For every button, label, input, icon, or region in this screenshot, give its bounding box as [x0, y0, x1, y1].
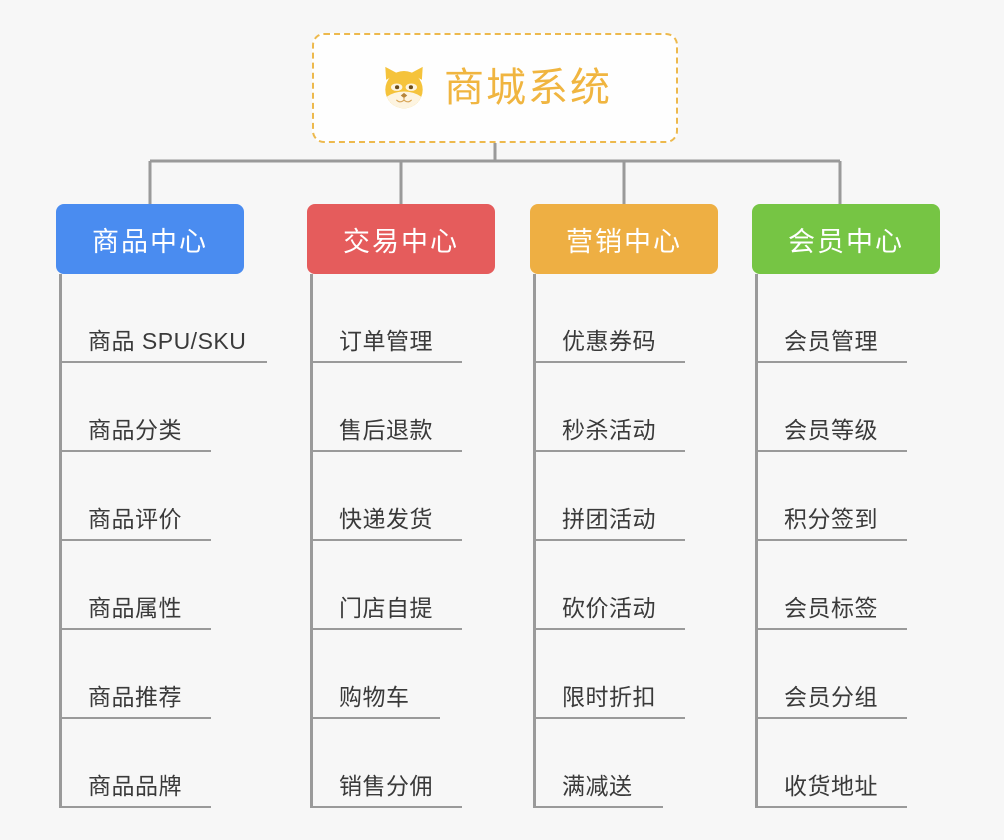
- list-item[interactable]: 限时折扣: [518, 630, 753, 719]
- category-header-label: 营销中心: [566, 226, 682, 257]
- list-item[interactable]: 商品属性: [44, 541, 304, 630]
- category-header-label: 交易中心: [343, 226, 459, 257]
- leaf-underline: [533, 361, 685, 363]
- list-item-label: 商品推荐: [88, 684, 182, 710]
- category-spine: [310, 274, 313, 808]
- list-item-label: 商品 SPU/SKU: [88, 328, 247, 354]
- leaf-underline: [59, 806, 211, 808]
- list-item-label: 商品品牌: [88, 773, 182, 799]
- list-item[interactable]: 商品分类: [44, 363, 304, 452]
- list-item-label: 满减送: [562, 773, 633, 799]
- list-item[interactable]: 会员管理: [740, 274, 975, 363]
- category-column-member: 会员中心 会员管理 会员等级 积分签到 会员标签 会员分组: [740, 204, 975, 808]
- list-item-label: 商品属性: [88, 595, 182, 621]
- leaf-underline: [310, 806, 462, 808]
- category-header-label: 会员中心: [788, 226, 904, 257]
- list-item-label: 拼团活动: [562, 506, 656, 532]
- list-item[interactable]: 商品 SPU/SKU: [44, 274, 304, 363]
- leaf-underline: [59, 450, 211, 452]
- list-item-label: 购物车: [339, 684, 410, 710]
- list-item-label: 门店自提: [339, 595, 433, 621]
- list-item-label: 会员等级: [784, 417, 878, 443]
- leaf-underline: [755, 539, 907, 541]
- list-item[interactable]: 商品推荐: [44, 630, 304, 719]
- leaf-underline: [755, 717, 907, 719]
- root-node[interactable]: 商城系统: [312, 33, 678, 143]
- list-item-label: 优惠券码: [562, 328, 656, 354]
- list-item[interactable]: 砍价活动: [518, 541, 753, 630]
- leaf-underline: [755, 450, 907, 452]
- list-item[interactable]: 快递发货: [295, 452, 530, 541]
- list-item-label: 会员管理: [784, 328, 878, 354]
- list-item[interactable]: 会员等级: [740, 363, 975, 452]
- list-item[interactable]: 收货地址: [740, 719, 975, 808]
- list-item-label: 会员分组: [784, 684, 878, 710]
- leaf-underline: [755, 361, 907, 363]
- list-item-label: 售后退款: [339, 417, 433, 443]
- list-item-label: 秒杀活动: [562, 417, 656, 443]
- list-item-label: 积分签到: [784, 506, 878, 532]
- list-item[interactable]: 门店自提: [295, 541, 530, 630]
- list-item[interactable]: 订单管理: [295, 274, 530, 363]
- list-item[interactable]: 会员分组: [740, 630, 975, 719]
- leaf-underline: [533, 806, 663, 808]
- list-item[interactable]: 会员标签: [740, 541, 975, 630]
- list-item[interactable]: 满减送: [518, 719, 753, 808]
- leaf-underline: [533, 450, 685, 452]
- list-item-label: 砍价活动: [562, 595, 656, 621]
- leaf-underline: [59, 539, 211, 541]
- category-spine: [755, 274, 758, 808]
- list-item-label: 会员标签: [784, 595, 878, 621]
- category-column-product: 商品中心 商品 SPU/SKU 商品分类 商品评价 商品属性 商品推荐: [44, 204, 304, 808]
- leaf-underline: [310, 450, 462, 452]
- leaf-underline: [533, 539, 685, 541]
- list-item[interactable]: 积分签到: [740, 452, 975, 541]
- list-item-label: 商品评价: [88, 506, 182, 532]
- leaf-underline: [59, 361, 267, 363]
- leaf-underline: [755, 628, 907, 630]
- category-items-product: 商品 SPU/SKU 商品分类 商品评价 商品属性 商品推荐 商品品牌: [44, 274, 304, 808]
- list-item-label: 销售分佣: [339, 773, 433, 799]
- leaf-underline: [310, 539, 462, 541]
- list-item-label: 快递发货: [339, 506, 433, 532]
- leaf-underline: [59, 628, 211, 630]
- category-items-marketing: 优惠券码 秒杀活动 拼团活动 砍价活动 限时折扣 满减送: [518, 274, 753, 808]
- list-item[interactable]: 商品评价: [44, 452, 304, 541]
- leaf-underline: [533, 717, 685, 719]
- leaf-underline: [310, 361, 462, 363]
- leaf-underline: [533, 628, 685, 630]
- leaf-underline: [310, 717, 440, 719]
- leaf-underline: [310, 628, 462, 630]
- list-item[interactable]: 商品品牌: [44, 719, 304, 808]
- root-title: 商城系统: [444, 66, 612, 110]
- category-header-product[interactable]: 商品中心: [56, 204, 244, 274]
- leaf-underline: [755, 806, 907, 808]
- list-item-label: 订单管理: [339, 328, 433, 354]
- category-header-label: 商品中心: [92, 226, 208, 257]
- list-item[interactable]: 优惠券码: [518, 274, 753, 363]
- list-item[interactable]: 拼团活动: [518, 452, 753, 541]
- list-item[interactable]: 销售分佣: [295, 719, 530, 808]
- category-header-member[interactable]: 会员中心: [752, 204, 940, 274]
- category-items-member: 会员管理 会员等级 积分签到 会员标签 会员分组 收货地址: [740, 274, 975, 808]
- shiba-dog-face-icon: [378, 62, 430, 114]
- category-spine: [59, 274, 62, 808]
- list-item-label: 收货地址: [784, 773, 878, 799]
- list-item-label: 商品分类: [88, 417, 182, 443]
- list-item[interactable]: 购物车: [295, 630, 530, 719]
- category-header-trade[interactable]: 交易中心: [307, 204, 495, 274]
- category-items-trade: 订单管理 售后退款 快递发货 门店自提 购物车 销售分佣: [295, 274, 530, 808]
- list-item[interactable]: 售后退款: [295, 363, 530, 452]
- category-column-trade: 交易中心 订单管理 售后退款 快递发货 门店自提 购物车: [295, 204, 530, 808]
- category-header-marketing[interactable]: 营销中心: [530, 204, 718, 274]
- list-item[interactable]: 秒杀活动: [518, 363, 753, 452]
- category-spine: [533, 274, 536, 808]
- category-column-marketing: 营销中心 优惠券码 秒杀活动 拼团活动 砍价活动 限时折扣: [518, 204, 753, 808]
- list-item-label: 限时折扣: [562, 684, 656, 710]
- leaf-underline: [59, 717, 211, 719]
